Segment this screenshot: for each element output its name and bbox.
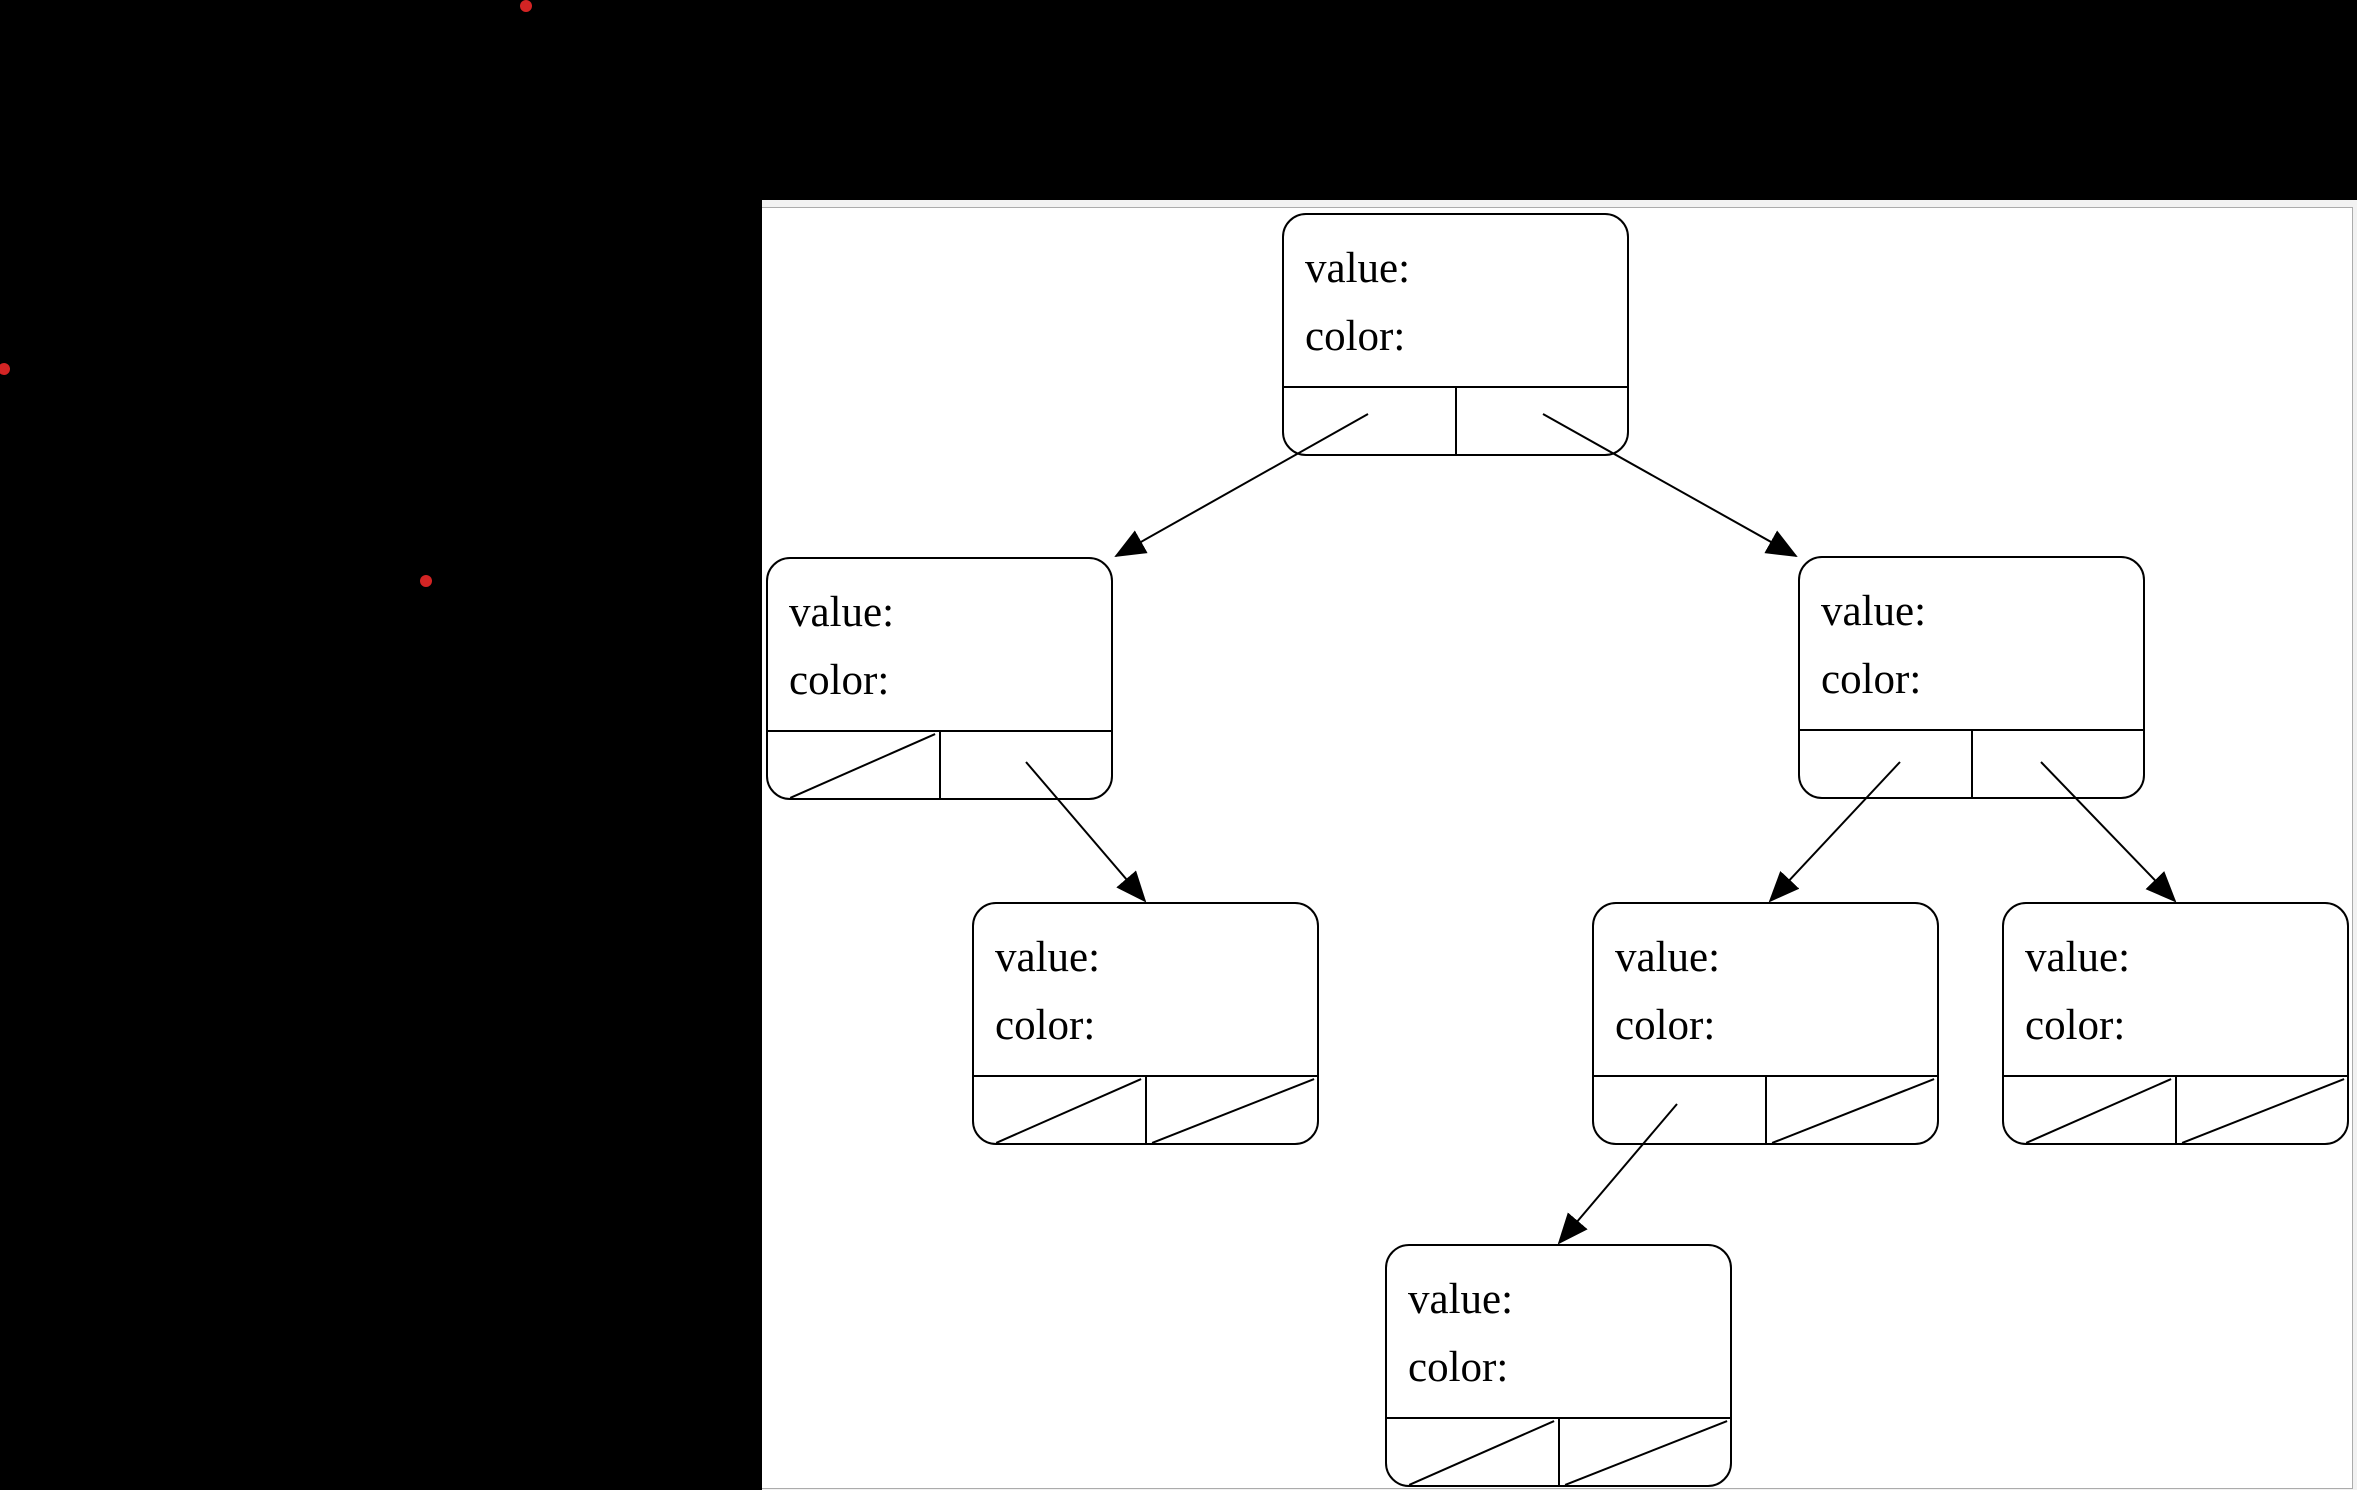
node-pointer-row [1800, 729, 2144, 797]
red-marker-dot [420, 575, 432, 587]
node-value-label: value: [995, 934, 1101, 981]
node-right-pointer-cell [1457, 388, 1628, 454]
node-left-pointer-cell [768, 732, 941, 800]
node-fields: value: color: [1594, 904, 1937, 1075]
node-value-label: value: [1821, 588, 1927, 635]
node-left-pointer-cell [1387, 1419, 1560, 1487]
tree-node-left-right-grandchild: value: color: [972, 902, 1319, 1145]
node-right-pointer-cell [2177, 1077, 2348, 1145]
node-right-pointer-cell [941, 732, 1112, 798]
node-color-label: color: [995, 1002, 1096, 1049]
tree-node-left-child: value: color: [766, 557, 1113, 800]
node-color-label: color: [789, 657, 890, 704]
node-value-label: value: [1305, 245, 1411, 292]
node-color-label: color: [2025, 1002, 2126, 1049]
node-pointer-row [1387, 1417, 1731, 1487]
node-fields: value: color: [1800, 558, 2143, 729]
node-fields: value: color: [1284, 215, 1627, 386]
node-value-label: value: [1615, 934, 1721, 981]
null-pointer-slash-icon [1387, 1419, 1558, 1487]
tree-node-right-right-grandchild: value: color: [2002, 902, 2349, 1145]
node-fields: value: color: [768, 559, 1111, 730]
tree-node-right-left-left-node: value: color: [1385, 1244, 1732, 1487]
null-pointer-slash-icon [768, 732, 939, 800]
node-fields: value: color: [1387, 1246, 1730, 1417]
node-color-label: color: [1821, 656, 1922, 703]
red-marker-dot [0, 363, 10, 375]
tree-node-right-left-grandchild: value: color: [1592, 902, 1939, 1145]
null-pointer-slash-icon [974, 1077, 1145, 1145]
node-fields: value: color: [2004, 904, 2347, 1075]
tree-node-right-child: value: color: [1798, 556, 2145, 799]
node-pointer-row [2004, 1075, 2348, 1145]
node-color-label: color: [1615, 1002, 1716, 1049]
null-pointer-slash-icon [1147, 1077, 1318, 1145]
node-left-pointer-cell [974, 1077, 1147, 1145]
red-marker-dot [520, 0, 532, 12]
null-pointer-slash-icon [1560, 1419, 1731, 1487]
null-pointer-slash-icon [2004, 1077, 2175, 1145]
node-right-pointer-cell [1147, 1077, 1318, 1145]
null-pointer-slash-icon [2177, 1077, 2348, 1145]
node-pointer-row [974, 1075, 1318, 1145]
node-pointer-row [1594, 1075, 1938, 1145]
node-value-label: value: [1408, 1276, 1514, 1323]
node-color-label: color: [1305, 313, 1406, 360]
node-pointer-row [1284, 386, 1628, 454]
tree-node-root: value: color: [1282, 213, 1629, 456]
node-fields: value: color: [974, 904, 1317, 1075]
node-pointer-row [768, 730, 1112, 800]
node-value-label: value: [2025, 934, 2131, 981]
node-right-pointer-cell [1973, 731, 2144, 797]
node-right-pointer-cell [1560, 1419, 1731, 1487]
node-left-pointer-cell [2004, 1077, 2177, 1145]
node-left-pointer-cell [1594, 1077, 1767, 1143]
node-left-pointer-cell [1284, 388, 1457, 454]
node-color-label: color: [1408, 1344, 1509, 1391]
node-value-label: value: [789, 589, 895, 636]
node-right-pointer-cell [1767, 1077, 1938, 1145]
node-left-pointer-cell [1800, 731, 1973, 797]
null-pointer-slash-icon [1767, 1077, 1938, 1145]
